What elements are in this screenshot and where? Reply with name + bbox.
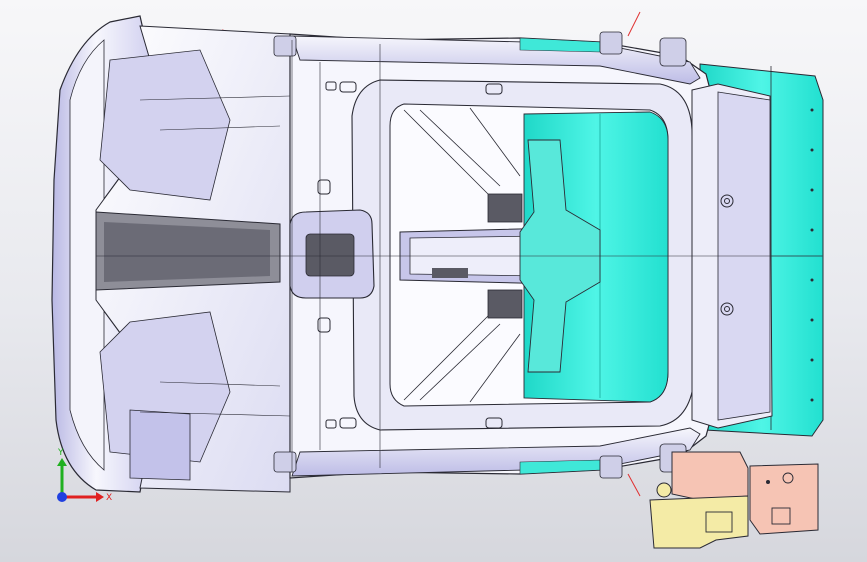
bracket-yellow[interactable] [649,482,749,549]
y-axis-label: Y [57,448,64,458]
y-axis-arrowhead [57,458,67,466]
main-body[interactable] [51,15,822,493]
x-axis-label: X [106,493,112,503]
coordinate-triad: X Y [57,448,112,503]
x-axis-arrowhead [96,492,104,502]
z-axis-dot [57,492,67,502]
bracket-salmon[interactable] [671,451,819,535]
